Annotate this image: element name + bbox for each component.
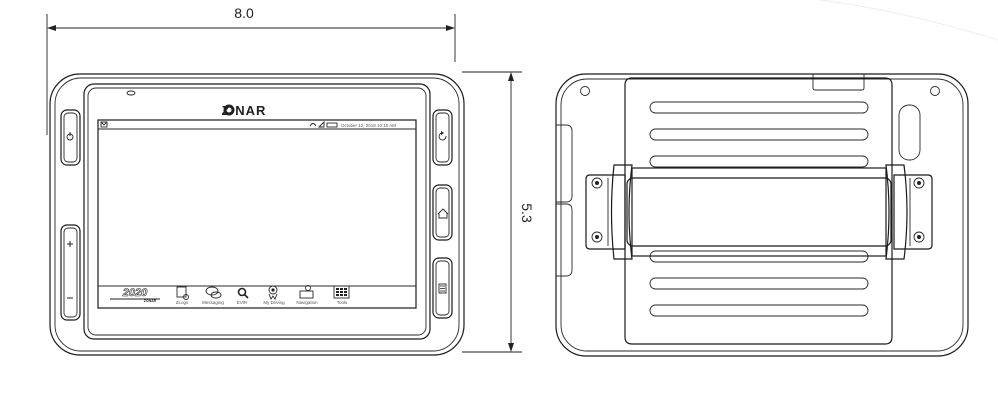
app-evir[interactable]: EVIR: [237, 287, 249, 306]
back-icon: [438, 132, 447, 141]
driver-badge-icon: [268, 285, 278, 295]
screw-icon: [913, 231, 925, 243]
home-button[interactable]: [432, 184, 453, 241]
volume-up-icon: [67, 241, 73, 247]
power-button[interactable]: [60, 109, 81, 166]
height-label: 5.3: [519, 203, 535, 223]
side-tab-lower: [556, 203, 573, 277]
version-badge-sub: ZONAR: [144, 299, 157, 303]
width-dimension: 8.0: [46, 5, 456, 135]
stylus-slot: [898, 104, 921, 161]
back-outer-shell: [555, 73, 969, 357]
screw-icon: [913, 177, 925, 189]
version-badge-number: 2020: [122, 287, 148, 299]
front-camera: [126, 90, 136, 96]
menu-icon: [438, 283, 447, 294]
app-zlogs[interactable]: ZLogs: [176, 286, 189, 305]
app-tools[interactable]: Tools: [333, 285, 350, 305]
wifi-icon: [309, 123, 317, 127]
app-messaging[interactable]: Messaging: [202, 286, 224, 305]
strap-screws: [591, 177, 925, 243]
chat-icon: [205, 286, 219, 296]
brand-logo: Z NAR: [222, 103, 267, 118]
screen: [97, 119, 417, 309]
status-date-time: October 12, 2018 10:10 AM: [341, 123, 396, 128]
mount-hole-top-left: [580, 86, 590, 96]
app-navigation[interactable]: Navigation: [296, 285, 318, 306]
screw-icon: [591, 231, 603, 243]
home-icon: [437, 208, 449, 219]
menu-button[interactable]: [432, 257, 453, 319]
app-label: My Driving: [263, 300, 285, 305]
height-dimension: 5.3: [462, 71, 535, 353]
front-outer-shell: [49, 73, 465, 356]
app-label: ZLogs: [176, 300, 189, 305]
map-pin-icon: [299, 290, 314, 299]
battery-cover: [624, 77, 893, 345]
signal-icon: [317, 120, 325, 128]
tools-grid-icon: [333, 285, 350, 299]
vent-slots: [649, 101, 869, 317]
back-button[interactable]: [432, 109, 453, 166]
front-view: Z NAR October 12, 2018 10:10 AM 2020 ZON…: [49, 73, 465, 356]
battery-icon: [326, 122, 338, 128]
app-label: EVIR: [237, 300, 248, 305]
mail-icon: [100, 121, 108, 128]
version-badge: 2020 ZONAR: [110, 287, 160, 303]
mount-hole-top-right: [930, 86, 940, 96]
document-icon: [176, 286, 187, 298]
front-bezel: [83, 83, 431, 340]
screw-icon: [591, 177, 603, 189]
width-label: 8.0: [234, 5, 254, 21]
top-latch: [812, 74, 865, 91]
app-my-driving[interactable]: My Driving: [263, 285, 285, 305]
app-label: Tools: [337, 300, 348, 305]
side-tab-upper: [556, 124, 573, 203]
app-label: Messaging: [202, 300, 224, 305]
back-view: [555, 73, 969, 357]
hand-strap: [585, 164, 933, 260]
app-label: Navigation: [296, 300, 318, 305]
volume-rocker[interactable]: [60, 224, 81, 321]
inspection-icon: [237, 287, 247, 297]
